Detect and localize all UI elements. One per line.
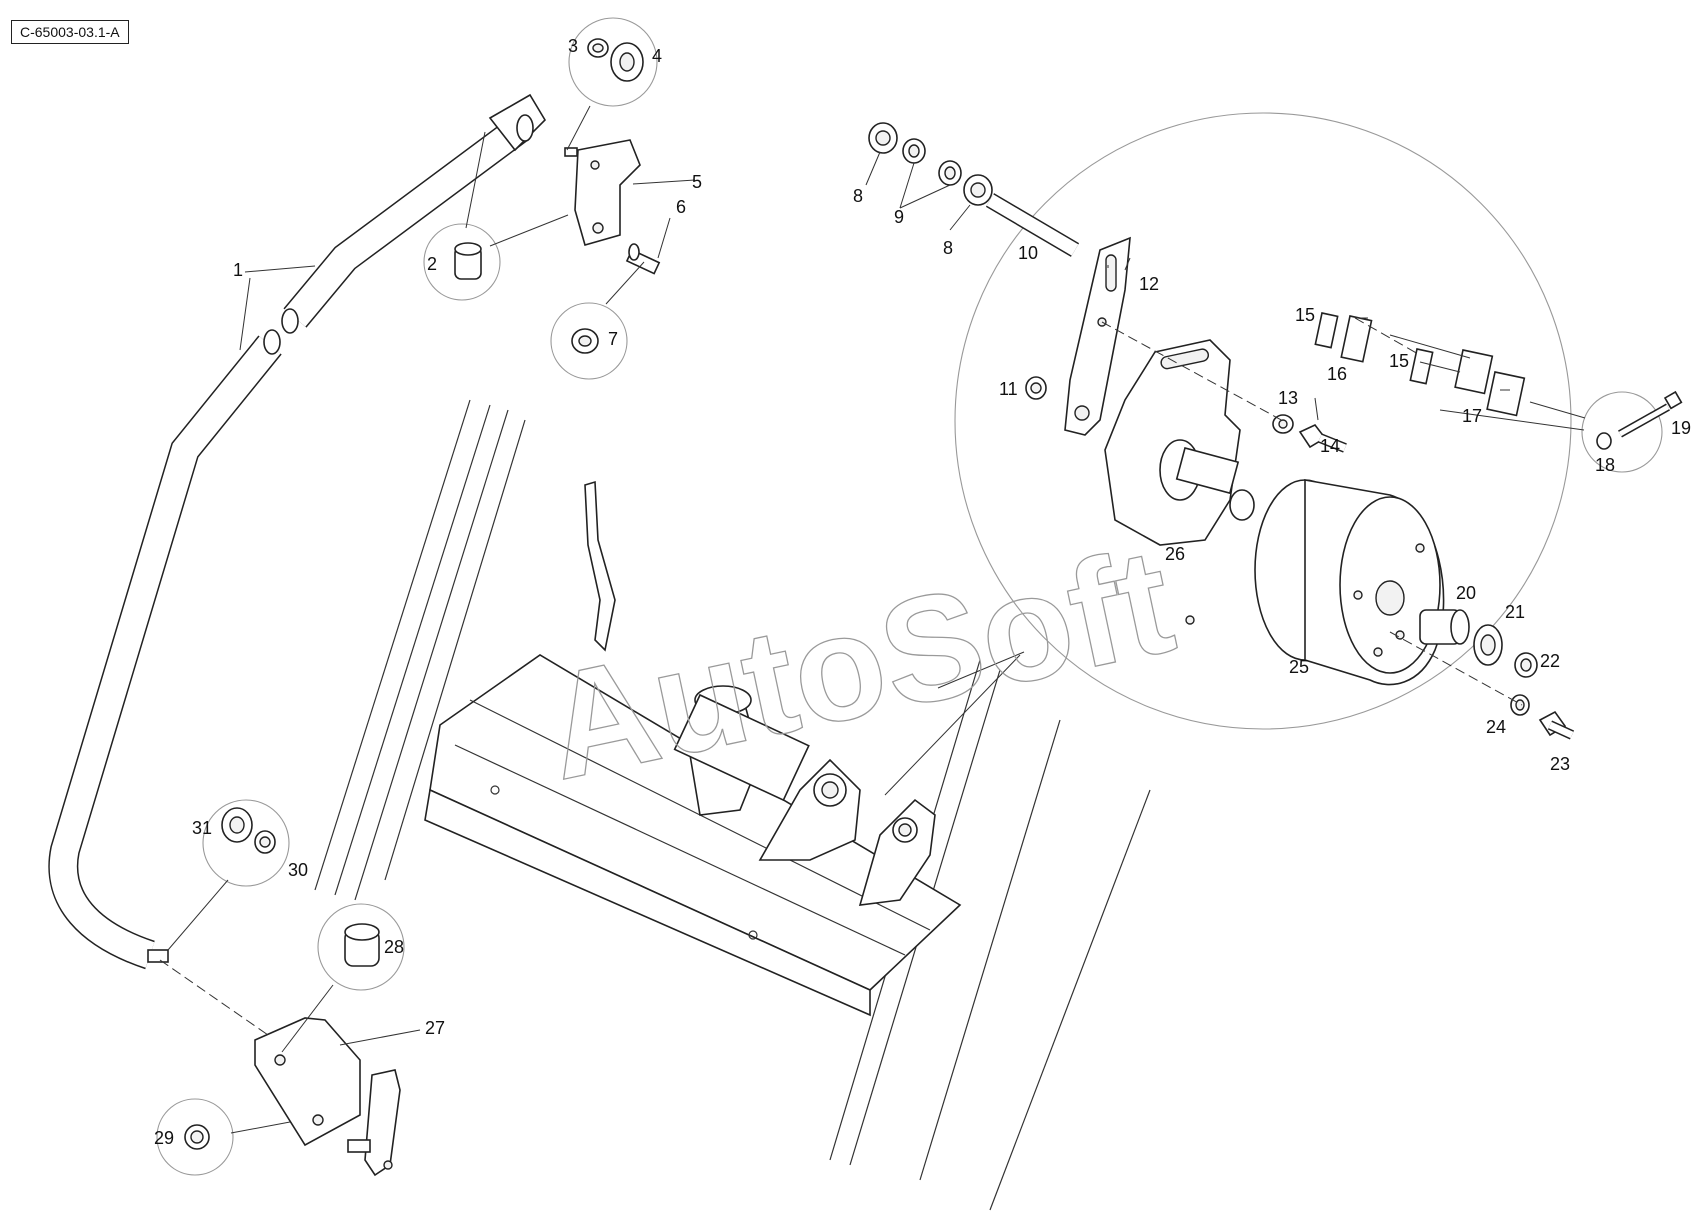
detail-7 — [550, 302, 628, 380]
callout-11: 11 — [999, 379, 1018, 399]
callout-19: 19 — [1671, 418, 1691, 438]
pivot-tube-assembly — [673, 685, 936, 906]
upper-bracket — [564, 139, 641, 246]
chassis-frame — [314, 399, 1151, 1211]
detail-29 — [156, 1098, 234, 1176]
document-code: C-65003-03.1-A — [11, 20, 129, 44]
leader-lines — [167, 105, 1586, 1134]
handle-tube — [48, 93, 547, 970]
callout-21: 21 — [1505, 602, 1525, 622]
detail-18-19 — [1581, 390, 1683, 473]
callout-3: 3 — [568, 36, 578, 56]
callout-labels: 1 2 3 4 5 6 7 8 8 9 10 11 12 13 14 15 15… — [154, 36, 1691, 1148]
callout-9: 9 — [894, 207, 904, 227]
detail-boundary — [954, 112, 1572, 730]
mower-deck — [424, 480, 962, 1017]
callout-2: 2 — [427, 254, 437, 274]
callout-14: 14 — [1320, 436, 1340, 456]
watermark: AutoSoft — [532, 515, 1186, 811]
callout-15b: 15 — [1389, 351, 1409, 371]
callout-10: 10 — [1018, 243, 1038, 263]
callout-23: 23 — [1550, 754, 1570, 774]
detail-28 — [317, 903, 405, 991]
callout-5: 5 — [692, 172, 702, 192]
callout-31: 31 — [192, 818, 212, 838]
pin — [625, 243, 661, 275]
callout-26: 26 — [1165, 544, 1185, 564]
dashed-axis-lines — [159, 317, 1523, 1036]
link-plate — [1064, 236, 1131, 436]
callout-1: 1 — [233, 260, 243, 280]
roller-drum — [1254, 479, 1445, 686]
detail-3-4 — [568, 17, 658, 107]
callout-6: 6 — [676, 197, 686, 217]
cam-plate — [1104, 339, 1255, 625]
callout-28: 28 — [384, 937, 404, 957]
callout-29: 29 — [154, 1128, 174, 1148]
callout-8a: 8 — [853, 186, 863, 206]
callout-25: 25 — [1289, 657, 1309, 677]
callout-24: 24 — [1486, 717, 1506, 737]
nuts-washers-rod — [868, 122, 1080, 257]
detail-2 — [423, 223, 501, 301]
callout-30: 30 — [288, 860, 308, 880]
callout-12: 12 — [1139, 274, 1159, 294]
callout-18: 18 — [1595, 455, 1615, 475]
callout-8b: 8 — [943, 238, 953, 258]
callout-16: 16 — [1327, 364, 1347, 384]
callout-22: 22 — [1540, 651, 1560, 671]
clips — [1314, 312, 1526, 417]
callout-27: 27 — [425, 1018, 445, 1038]
callout-13: 13 — [1278, 388, 1298, 408]
callout-20: 20 — [1456, 583, 1476, 603]
callout-17: 17 — [1462, 406, 1482, 426]
bushing-washers — [1419, 609, 1575, 740]
lower-bracket — [254, 1017, 401, 1177]
washers-bolts — [1025, 376, 1347, 453]
callout-4: 4 — [652, 46, 662, 66]
callout-15a: 15 — [1295, 305, 1315, 325]
detail-30-31 — [202, 799, 290, 887]
callout-7: 7 — [608, 329, 618, 349]
